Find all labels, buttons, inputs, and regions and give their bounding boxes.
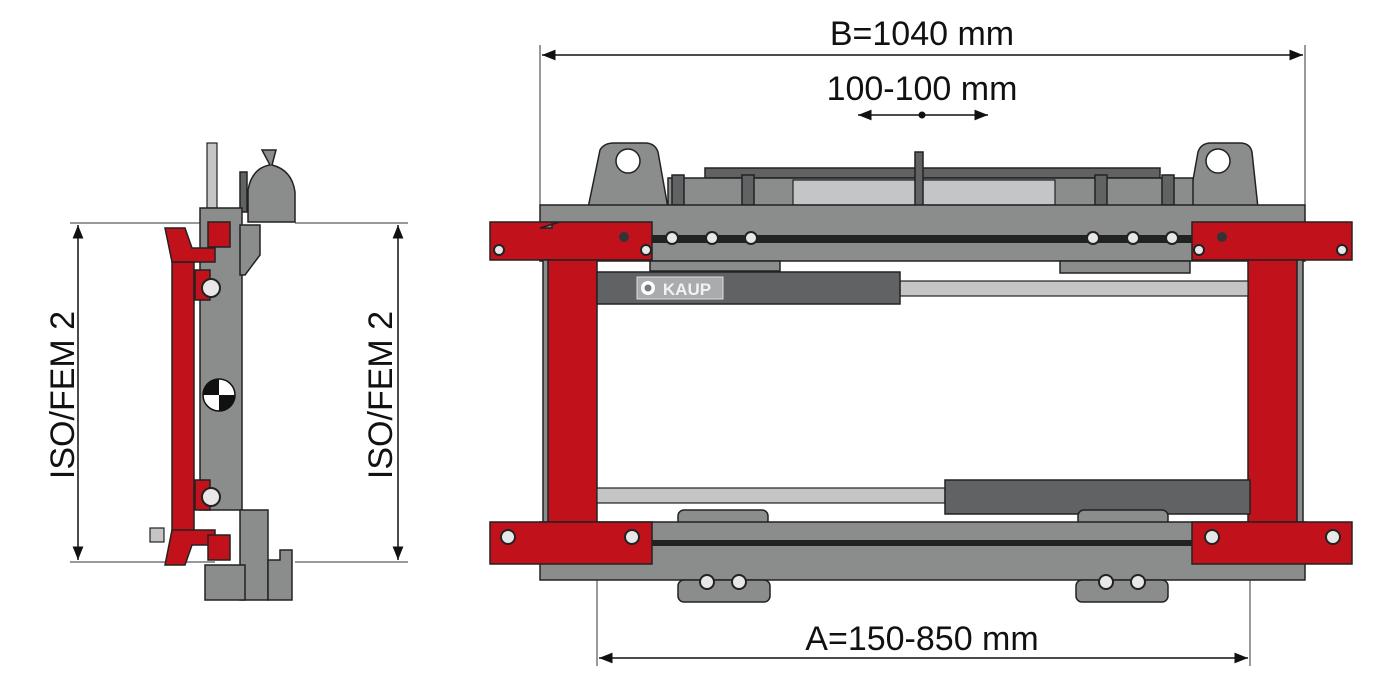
lower-piston-rod bbox=[596, 487, 946, 504]
upper-red-hook bbox=[164, 227, 216, 263]
bolt-icon bbox=[493, 244, 505, 256]
column-bracket bbox=[239, 224, 261, 276]
bolt-icon bbox=[1204, 529, 1220, 545]
side-stud bbox=[149, 527, 165, 543]
bolt-icon bbox=[201, 278, 221, 298]
sideshift-cylinder bbox=[792, 179, 1056, 206]
iso-fem-label-right: ISO/FEM 2 bbox=[362, 311, 400, 479]
bolts bbox=[493, 231, 1348, 590]
side-view: ISO/FEM 2 ISO/FEM 2 bbox=[44, 142, 408, 601]
bolt-icon bbox=[1336, 244, 1348, 256]
bolt-icon bbox=[201, 487, 221, 507]
lower-hook-right bbox=[1075, 579, 1169, 603]
bottom-frame-bar bbox=[539, 521, 1306, 581]
fork-carrier-bottom-right bbox=[1191, 521, 1353, 565]
dimension-a-label: A=150-850 mm bbox=[805, 620, 1038, 658]
sideshift-center-dot bbox=[918, 111, 926, 119]
bolt-icon bbox=[1325, 529, 1341, 545]
lower-hook-left bbox=[677, 579, 771, 603]
iso-fem-label-left: ISO/FEM 2 bbox=[44, 311, 82, 479]
fork-carrier-top-left bbox=[489, 221, 653, 261]
kaup-logo: KAUP bbox=[636, 276, 724, 300]
sideshift-label: 100-100 mm bbox=[827, 70, 1018, 108]
bolt-icon bbox=[640, 244, 652, 256]
fork-arm-left bbox=[547, 259, 598, 529]
bolt-icon bbox=[705, 231, 719, 245]
bolt-icon bbox=[699, 574, 715, 590]
fork-carrier-top-right bbox=[1191, 221, 1353, 261]
top-rail-slot bbox=[652, 235, 1192, 243]
bolt-icon bbox=[1165, 231, 1179, 245]
top-hook bbox=[247, 149, 296, 223]
lower-positioning-cylinder bbox=[944, 479, 1251, 515]
front-view: B=1040 mm 100-100 mm bbox=[489, 15, 1353, 666]
logo-text: KAUP bbox=[663, 280, 711, 299]
dimension-b-label: B=1040 mm bbox=[830, 15, 1014, 53]
upper-piston-rod bbox=[899, 280, 1249, 297]
bolt-icon bbox=[1193, 244, 1205, 256]
grease-nipple bbox=[619, 232, 629, 242]
bolt-icon bbox=[500, 529, 516, 545]
lower-base bbox=[204, 564, 246, 601]
lug-hole bbox=[615, 148, 641, 174]
center-of-gravity-icon bbox=[202, 378, 236, 412]
top-cover bbox=[704, 167, 1161, 179]
lifting-lug-left bbox=[587, 142, 669, 209]
bolt-icon bbox=[665, 231, 679, 245]
bolt-icon bbox=[1130, 574, 1146, 590]
bolt-icon bbox=[1126, 231, 1140, 245]
lower-slider bbox=[207, 534, 231, 561]
bolt-icon bbox=[731, 574, 747, 590]
fork-plate bbox=[171, 261, 195, 533]
bolt-icon bbox=[1098, 574, 1114, 590]
top-frame-bar bbox=[539, 204, 1306, 262]
bolt-icon bbox=[744, 231, 758, 245]
bolt-icon bbox=[1086, 231, 1100, 245]
lower-red-hook bbox=[164, 529, 216, 566]
bottom-rail-slot bbox=[652, 540, 1192, 546]
bolt-icon bbox=[624, 529, 640, 545]
lower-hook bbox=[267, 549, 293, 601]
side-pin bbox=[239, 171, 248, 213]
lug-hole bbox=[1205, 148, 1231, 174]
grease-nipple bbox=[1217, 232, 1227, 242]
upper-slider bbox=[207, 221, 231, 248]
fork-carrier-bottom-left bbox=[489, 521, 653, 565]
side-plate bbox=[206, 142, 218, 209]
center-pin bbox=[914, 151, 924, 208]
fork-arm-right bbox=[1247, 259, 1298, 529]
